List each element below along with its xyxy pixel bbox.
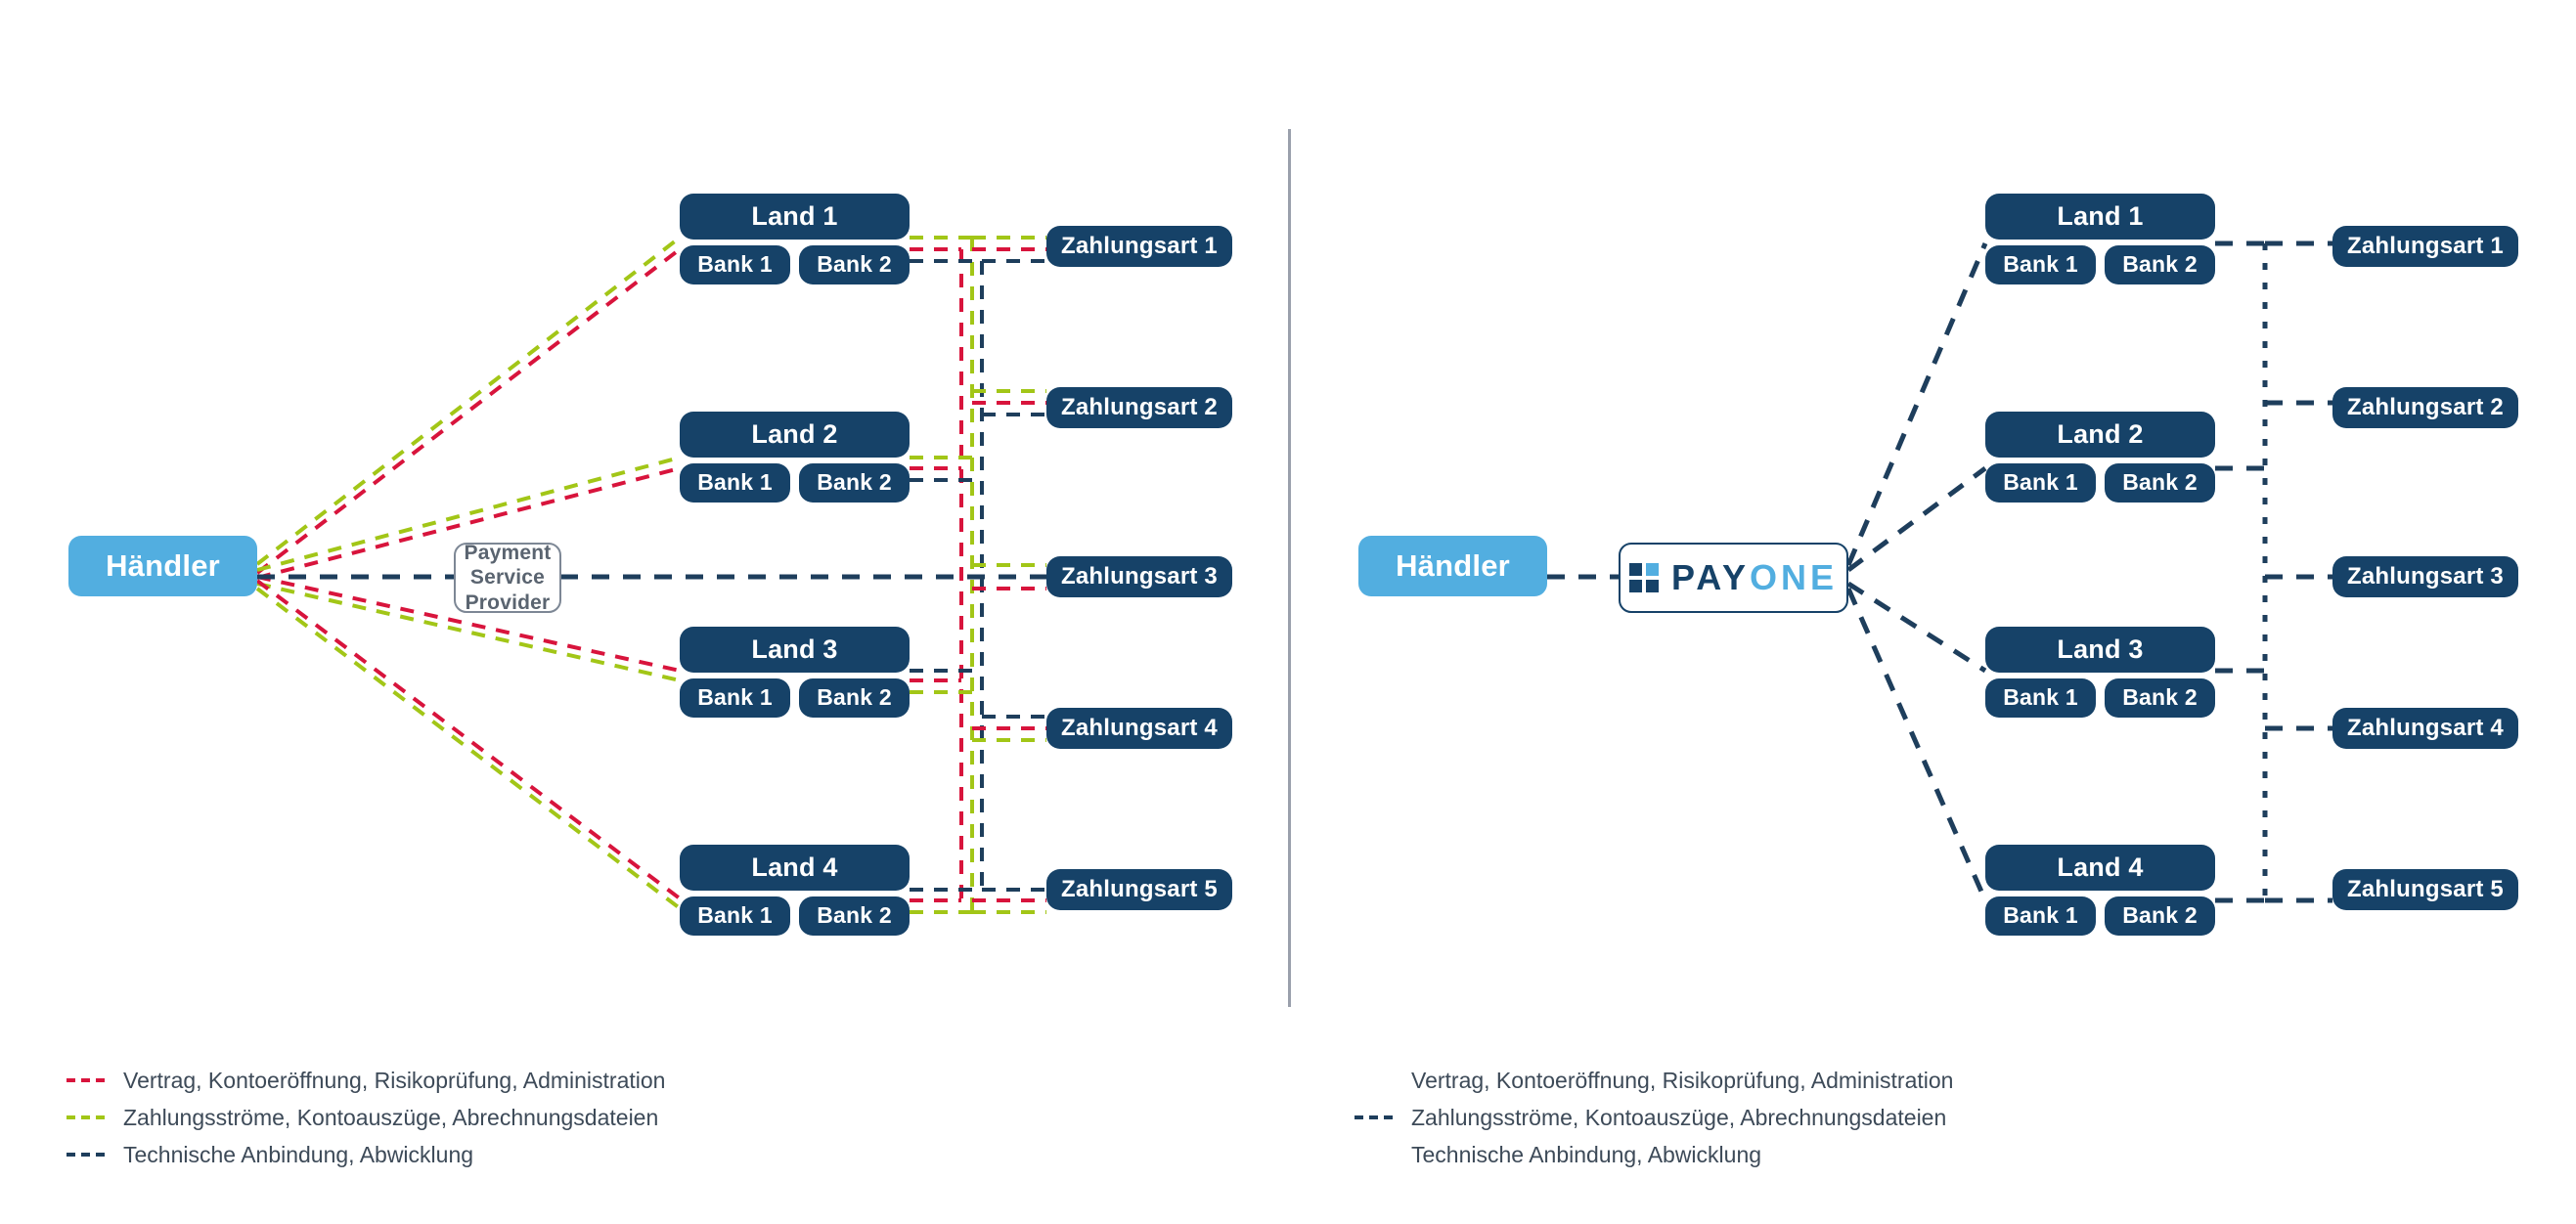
right-payment-method-5[interactable]: Zahlungsart 5 bbox=[2332, 869, 2518, 910]
left-bank-box-1-2[interactable]: Bank 2 bbox=[799, 245, 910, 284]
left-payment-method-2[interactable]: Zahlungsart 2 bbox=[1046, 387, 1232, 428]
left-wire-bus-zahlungsart5 bbox=[972, 888, 1046, 914]
right-country-box-4[interactable]: Land 4 bbox=[1985, 845, 2215, 891]
right-country-box-3[interactable]: Land 3 bbox=[1985, 627, 2215, 673]
left-bank-box-3-2[interactable]: Bank 2 bbox=[799, 678, 910, 718]
legend-label: Zahlungsströme, Kontoauszüge, Abrechnung… bbox=[123, 1104, 659, 1130]
legend-label: Technische Anbindung, Abwicklung bbox=[123, 1141, 474, 1167]
legend-label: Technische Anbindung, Abwicklung bbox=[1411, 1141, 1762, 1167]
left-legend: Vertrag, Kontoeröffnung, Risikoprüfung, … bbox=[67, 1062, 665, 1173]
left-country-box-1[interactable]: Land 1 bbox=[680, 194, 910, 240]
left-wire-merchant-land1 bbox=[255, 236, 682, 575]
right-bank-box-1-2[interactable]: Bank 2 bbox=[2105, 245, 2215, 284]
right-bank-box-4-1[interactable]: Bank 1 bbox=[1985, 896, 2096, 936]
legend-row: Vertrag, Kontoeröffnung, Risikoprüfung, … bbox=[67, 1062, 665, 1099]
right-wire-payone-land2 bbox=[1846, 465, 1987, 573]
payone-grid-icon bbox=[1628, 563, 1659, 592]
right-merchant-box[interactable]: Händler bbox=[1358, 536, 1547, 596]
legend-marker-navy-icon bbox=[67, 1153, 110, 1157]
payment-service-provider-box[interactable]: Payment Service Provider bbox=[454, 541, 561, 614]
legend-label: Vertrag, Kontoeröffnung, Risikoprüfung, … bbox=[1411, 1067, 1954, 1093]
right-bank-box-2-1[interactable]: Bank 1 bbox=[1985, 463, 2096, 503]
legend-marker-none-icon bbox=[1355, 1153, 1398, 1157]
right-wire-payone-land1 bbox=[1845, 242, 1988, 566]
left-bank-box-4-2[interactable]: Bank 2 bbox=[799, 896, 910, 936]
left-country-box-3[interactable]: Land 3 bbox=[680, 627, 910, 673]
right-payment-method-1[interactable]: Zahlungsart 1 bbox=[2332, 226, 2518, 267]
payone-word-dark: PAY bbox=[1670, 557, 1751, 597]
payone-wordmark: PAYONE bbox=[1671, 560, 1838, 595]
left-payment-method-4[interactable]: Zahlungsart 4 bbox=[1046, 708, 1232, 749]
left-wire-land4-bus bbox=[910, 888, 982, 914]
left-bank-box-2-1[interactable]: Bank 1 bbox=[680, 463, 790, 503]
right-bank-box-1-1[interactable]: Bank 1 bbox=[1985, 245, 2096, 284]
legend-marker-navy-icon bbox=[1355, 1115, 1398, 1119]
right-legend: Vertrag, Kontoeröffnung, Risikoprüfung, … bbox=[1355, 1062, 1953, 1173]
panel-divider bbox=[1288, 129, 1291, 1007]
right-country-box-2[interactable]: Land 2 bbox=[1985, 412, 2215, 458]
left-wire-bus-zahlungsart4 bbox=[972, 715, 1046, 742]
left-wire-bus-zahlungsart2 bbox=[972, 389, 1046, 416]
left-country-box-4[interactable]: Land 4 bbox=[680, 845, 910, 891]
left-wire-land1-bus bbox=[910, 236, 982, 263]
left-bank-box-4-1[interactable]: Bank 1 bbox=[680, 896, 790, 936]
legend-row: Vertrag, Kontoeröffnung, Risikoprüfung, … bbox=[1355, 1062, 1953, 1099]
left-merchant-box[interactable]: Händler bbox=[68, 536, 257, 596]
right-wire-payone-land3 bbox=[1846, 581, 1987, 674]
left-bank-box-1-1[interactable]: Bank 1 bbox=[680, 245, 790, 284]
left-bank-box-3-1[interactable]: Bank 1 bbox=[680, 678, 790, 718]
legend-marker-green-icon bbox=[67, 1115, 110, 1119]
right-bank-box-4-2[interactable]: Bank 2 bbox=[2105, 896, 2215, 936]
left-wire-land2-bus bbox=[910, 456, 982, 482]
legend-marker-none-icon bbox=[1355, 1078, 1398, 1082]
right-payment-method-3[interactable]: Zahlungsart 3 bbox=[2332, 556, 2518, 597]
legend-row: Zahlungsströme, Kontoauszüge, Abrechnung… bbox=[67, 1099, 665, 1136]
right-payment-method-2[interactable]: Zahlungsart 2 bbox=[2332, 387, 2518, 428]
legend-row: Technische Anbindung, Abwicklung bbox=[67, 1136, 665, 1173]
left-wire-merchant-land4 bbox=[255, 579, 682, 910]
left-payment-method-1[interactable]: Zahlungsart 1 bbox=[1046, 226, 1232, 267]
left-payment-method-5[interactable]: Zahlungsart 5 bbox=[1046, 869, 1232, 910]
right-payment-method-4[interactable]: Zahlungsart 4 bbox=[2332, 708, 2518, 749]
legend-marker-red-icon bbox=[67, 1078, 110, 1082]
right-bank-box-3-1[interactable]: Bank 1 bbox=[1985, 678, 2096, 718]
right-wire-payone-land4 bbox=[1845, 587, 1988, 902]
payone-logo-box[interactable]: PAYONE bbox=[1619, 543, 1848, 613]
right-country-box-1[interactable]: Land 1 bbox=[1985, 194, 2215, 240]
right-bank-box-3-2[interactable]: Bank 2 bbox=[2105, 678, 2215, 718]
right-bank-box-2-2[interactable]: Bank 2 bbox=[2105, 463, 2215, 503]
legend-row: Zahlungsströme, Kontoauszüge, Abrechnung… bbox=[1355, 1099, 1953, 1136]
legend-row: Technische Anbindung, Abwicklung bbox=[1355, 1136, 1953, 1173]
left-wire-land3-bus bbox=[910, 669, 982, 694]
psp-label-line1: Payment Service bbox=[464, 541, 552, 590]
left-bank-box-2-2[interactable]: Bank 2 bbox=[799, 463, 910, 503]
psp-label-line2: Provider bbox=[465, 590, 551, 614]
payone-word-light: ONE bbox=[1750, 557, 1839, 597]
left-wire-bus-zahlungsart3 bbox=[972, 563, 1046, 590]
left-country-box-2[interactable]: Land 2 bbox=[680, 412, 910, 458]
left-payment-method-3[interactable]: Zahlungsart 3 bbox=[1046, 556, 1232, 597]
legend-label: Vertrag, Kontoeröffnung, Risikoprüfung, … bbox=[123, 1067, 666, 1093]
legend-label: Zahlungsströme, Kontoauszüge, Abrechnung… bbox=[1411, 1104, 1947, 1130]
left-wire-bus-zahlungsart1 bbox=[972, 236, 1046, 263]
